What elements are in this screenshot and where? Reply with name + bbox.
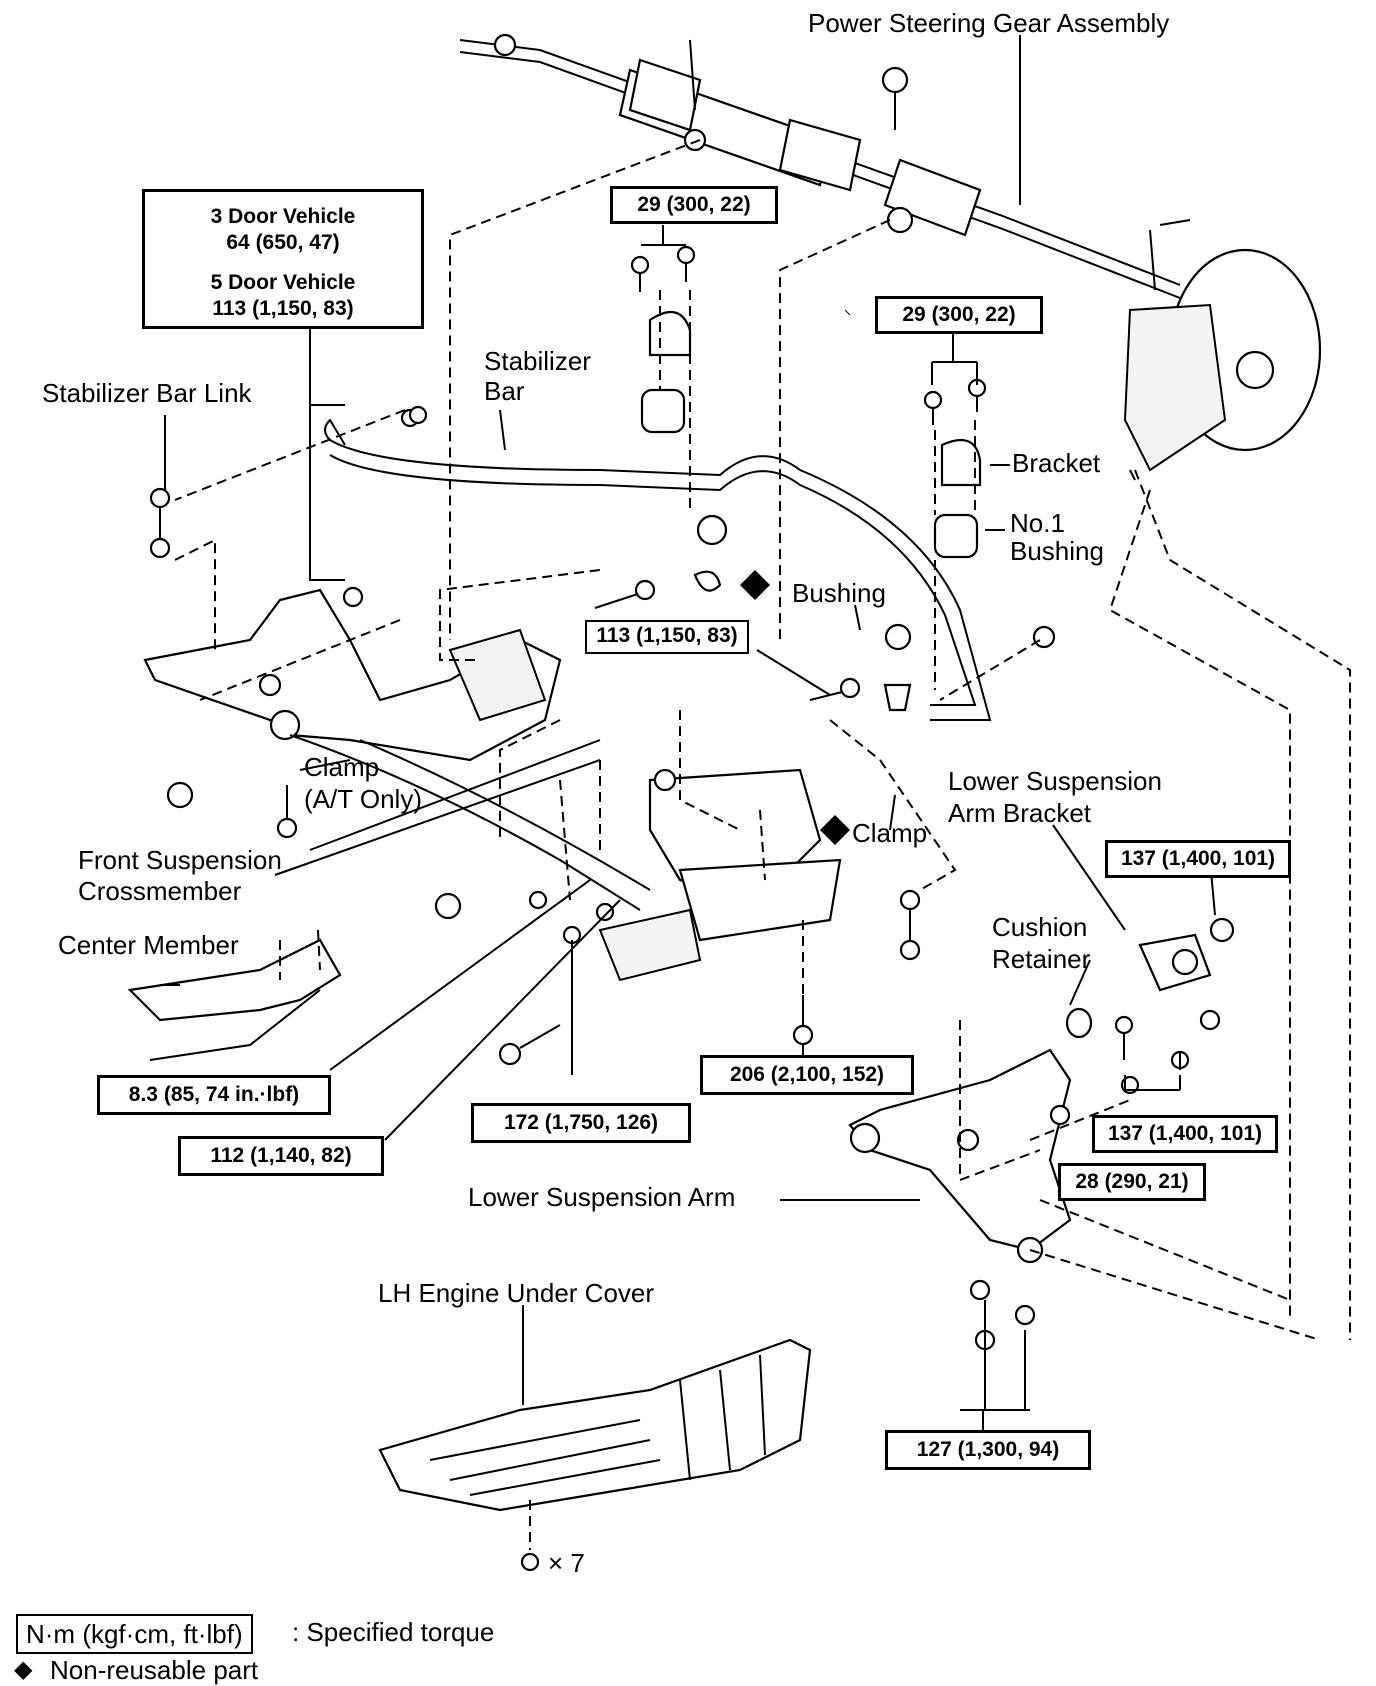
door-3-value: 64 (650, 47) bbox=[226, 231, 340, 254]
label-bracket: Bracket bbox=[1012, 448, 1101, 478]
legend-unit-box: N·m (kgf·cm, ft·lbf) bbox=[16, 1614, 253, 1654]
torque-value: 137 (1,400, 101) bbox=[1120, 847, 1276, 870]
label-clamp: Clamp bbox=[852, 818, 928, 848]
label-stabilizer-bar-1: Stabilizer bbox=[484, 346, 591, 376]
torque-value: 137 (1,400, 101) bbox=[1107, 1122, 1263, 1145]
label-lh-engine-under-cover: LH Engine Under Cover bbox=[378, 1278, 655, 1308]
torque-value: 113 (1,150, 83) bbox=[596, 624, 738, 647]
lower-suspension-arm-bracket bbox=[1065, 917, 1235, 1039]
legend-nonreusable-text: Non-reusable part bbox=[50, 1655, 259, 1685]
door-3-label: 3 Door Vehicle bbox=[210, 205, 356, 228]
label-bolt-count: × 7 bbox=[548, 1548, 585, 1578]
torque-box-29-b: 29 (300, 22) bbox=[875, 296, 1043, 334]
torque-box-8-3: 8.3 (85, 74 in.·lbf) bbox=[97, 1075, 331, 1115]
door-5-label: 5 Door Vehicle bbox=[210, 271, 356, 294]
label-cushion-retainer-2: Retainer bbox=[992, 944, 1091, 974]
torque-value: 29 (300, 22) bbox=[637, 193, 751, 216]
label-stabilizer-bar-link: Stabilizer Bar Link bbox=[42, 378, 252, 408]
steering-knuckle-disc bbox=[1123, 219, 1322, 481]
front-suspension-crossmember bbox=[143, 588, 842, 982]
stabilizer-bar-link-left bbox=[149, 408, 420, 559]
torque-value: 28 (290, 21) bbox=[1075, 1170, 1189, 1193]
label-stabilizer-bar-2: Bar bbox=[484, 376, 525, 406]
label-no1-bushing-2: Bushing bbox=[1010, 536, 1104, 566]
label-lower-arm-bracket-2: Arm Bracket bbox=[948, 798, 1092, 828]
label-front-crossmember-2: Crossmember bbox=[78, 876, 242, 906]
label-front-crossmember-1: Front Suspension bbox=[78, 845, 282, 875]
torque-box-137-b: 137 (1,400, 101) bbox=[1092, 1115, 1278, 1153]
torque-box-door-vehicle: 3 Door Vehicle 64 (650, 47) 5 Door Vehic… bbox=[142, 189, 424, 329]
torque-value: 112 (1,140, 82) bbox=[210, 1144, 352, 1167]
torque-box-127: 127 (1,300, 94) bbox=[885, 1430, 1091, 1470]
torque-value: 8.3 (85, 74 in.·lbf) bbox=[128, 1083, 300, 1106]
torque-value: 127 (1,300, 94) bbox=[916, 1438, 1060, 1461]
stabilizer-bar-link-right bbox=[899, 889, 921, 961]
torque-box-29-a: 29 (300, 22) bbox=[610, 186, 778, 224]
alignment-lines bbox=[174, 139, 1351, 1550]
torque-box-28: 28 (290, 21) bbox=[1058, 1163, 1206, 1201]
torque-box-206: 206 (2,100, 152) bbox=[700, 1055, 914, 1095]
torque-box-113: 113 (1,150, 83) bbox=[585, 620, 749, 654]
bolts bbox=[166, 245, 1221, 1351]
power-steering-gear-assembly bbox=[459, 33, 1181, 299]
label-lower-arm-bracket-1: Lower Suspension bbox=[948, 766, 1162, 796]
label-clamp-at-1: Clamp bbox=[304, 752, 380, 782]
torque-box-112: 112 (1,140, 82) bbox=[178, 1136, 384, 1176]
legend-diamond-icon: ◆ bbox=[14, 1656, 33, 1683]
non-reusable-markers bbox=[693, 309, 851, 845]
label-no1-bushing-1: No.1 bbox=[1010, 508, 1065, 538]
torque-value: 172 (1,750, 126) bbox=[503, 1111, 659, 1134]
label-lower-suspension-arm: Lower Suspension Arm bbox=[468, 1182, 736, 1212]
torque-box-137-a: 137 (1,400, 101) bbox=[1105, 840, 1291, 878]
torque-value: 206 (2,100, 152) bbox=[729, 1063, 885, 1086]
stabilizer-bar bbox=[324, 418, 992, 721]
leader-lines bbox=[160, 35, 1216, 1430]
label-power-steering: Power Steering Gear Assembly bbox=[808, 8, 1170, 38]
label-cushion-retainer-1: Cushion bbox=[992, 912, 1088, 942]
label-bushing: Bushing bbox=[792, 578, 886, 608]
torque-box-172: 172 (1,750, 126) bbox=[471, 1103, 691, 1143]
legend-unit-text: : Specified torque bbox=[292, 1617, 495, 1647]
label-center-member: Center Member bbox=[58, 930, 239, 960]
door-5-value: 113 (1,150, 83) bbox=[212, 297, 354, 320]
torque-value: 29 (300, 22) bbox=[902, 303, 1016, 326]
lh-engine-under-cover bbox=[378, 1338, 812, 1572]
center-member bbox=[127, 938, 342, 1061]
label-clamp-at-2: (A/T Only) bbox=[304, 784, 422, 814]
